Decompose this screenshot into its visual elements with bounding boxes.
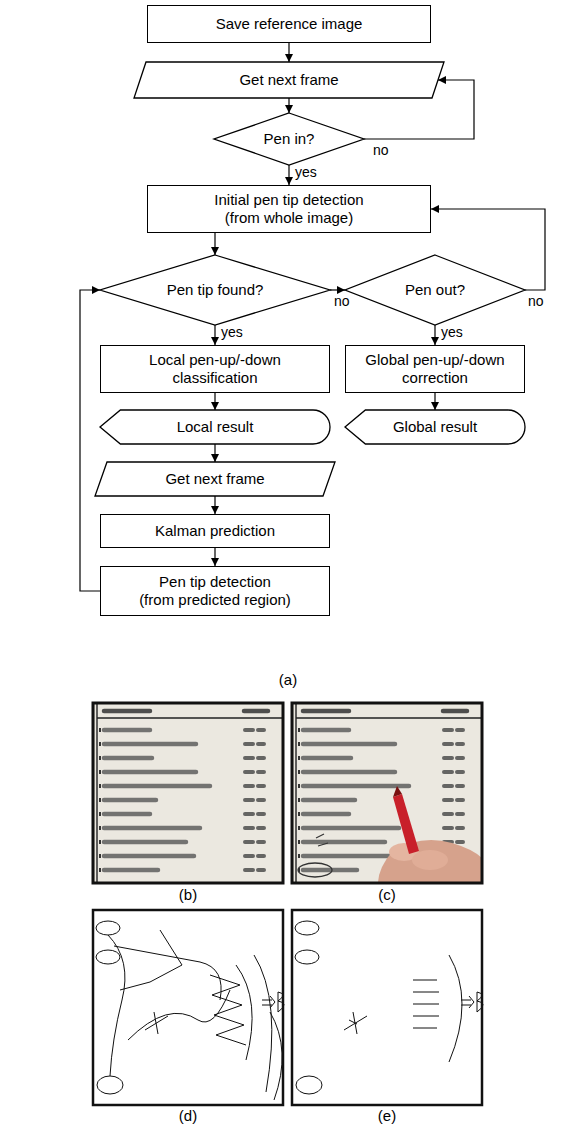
flow-arrow: [288, 98, 289, 113]
decision-diamond: Pen in?: [214, 113, 364, 165]
process-box: Save reference image: [147, 5, 431, 43]
document-photo: [93, 703, 283, 883]
panel-label: (a): [258, 672, 318, 689]
flow-arrow: [214, 393, 215, 410]
process-box: Local pen-up/-down classification: [100, 345, 330, 393]
io-parallelogram: Get next frame: [95, 462, 335, 496]
panel-label: (d): [158, 1108, 218, 1125]
panel-label: (c): [357, 887, 417, 904]
node-text: Initial pen tip detection (from whole im…: [214, 191, 363, 227]
process-box: Pen tip detection (from predicted region…: [100, 566, 330, 616]
node-text: Pen tip found?: [167, 281, 264, 299]
flow-arrow: [434, 393, 435, 410]
trajectory-frame: [93, 910, 283, 1105]
node-text: Get next frame: [165, 470, 264, 488]
flow-arrow: [288, 165, 289, 185]
node-text: Local pen-up/-down classification: [149, 351, 281, 387]
node-text: Get next frame: [239, 71, 338, 89]
flow-arrow: [80, 290, 100, 591]
raw-pen-trajectory: [96, 921, 284, 1100]
node-text: Pen tip detection (from predicted region…: [139, 573, 291, 609]
process-box: Global pen-up/-down correction: [345, 345, 525, 393]
corrected-pen-trajectory: [295, 921, 483, 1094]
node-text: Global pen-up/-down correction: [365, 351, 504, 387]
io-parallelogram: Get next frame: [134, 62, 444, 98]
flow-arrow: [214, 444, 215, 462]
decision-diamond: Pen tip found?: [100, 255, 330, 325]
flow-arrow: [214, 496, 215, 514]
edge-label: no: [333, 294, 351, 309]
display-shape: Global result: [345, 410, 525, 444]
node-text: Pen in?: [264, 130, 315, 148]
photo-frame: [93, 703, 283, 883]
edge-label: yes: [294, 165, 318, 180]
flow-arrow: [288, 43, 289, 62]
flow-arrow: [214, 548, 215, 566]
flow-arrow: [330, 289, 345, 290]
document-photo-with-pen: [292, 703, 482, 883]
decision-diamond: Pen out?: [345, 255, 525, 325]
flow-arrow: [214, 233, 215, 255]
node-text: Local result: [177, 418, 254, 436]
process-box: Kalman prediction: [100, 514, 330, 548]
edge-label: yes: [440, 325, 464, 340]
flow-arrow: [214, 325, 215, 345]
node-text: Pen out?: [405, 281, 465, 299]
panel-label: (e): [357, 1108, 417, 1125]
panel-label: (b): [158, 887, 218, 904]
process-box: Initial pen tip detection (from whole im…: [147, 185, 431, 233]
edge-label: no: [527, 294, 545, 309]
display-shape: Local result: [100, 410, 330, 444]
trajectory-frame: [292, 910, 482, 1105]
node-text: Kalman prediction: [155, 522, 275, 540]
node-text: Save reference image: [216, 15, 363, 33]
edge-label: yes: [220, 325, 244, 340]
edge-label: no: [372, 143, 390, 158]
photo-frame: [292, 703, 482, 883]
node-text: Global result: [393, 418, 477, 436]
flow-arrow: [434, 325, 435, 345]
